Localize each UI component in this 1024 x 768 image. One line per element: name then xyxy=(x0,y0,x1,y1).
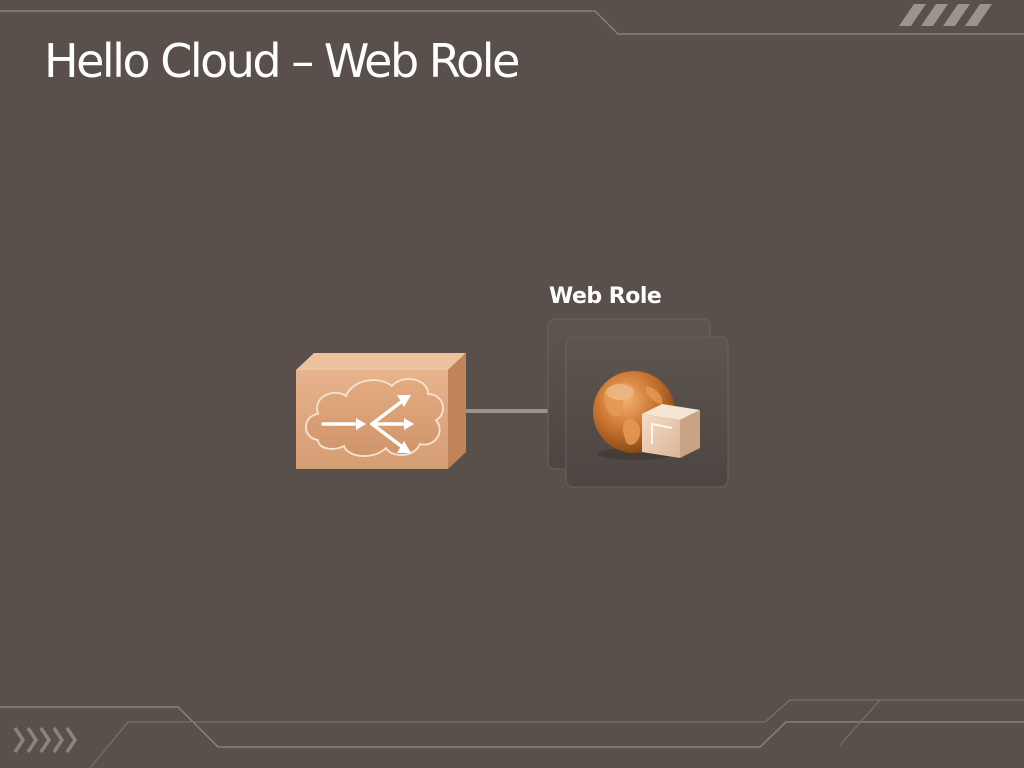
stripe-marks-top xyxy=(899,4,992,26)
web-role-label: Web Role xyxy=(549,284,662,309)
load-balancer-icon xyxy=(296,353,466,469)
globe-with-box-icon xyxy=(593,371,700,460)
web-role-node xyxy=(547,318,729,488)
distribution-arrows-icon xyxy=(321,395,414,453)
page-title: Hello Cloud – Web Role xyxy=(44,34,520,88)
chevron-marks-bottom xyxy=(13,727,78,753)
